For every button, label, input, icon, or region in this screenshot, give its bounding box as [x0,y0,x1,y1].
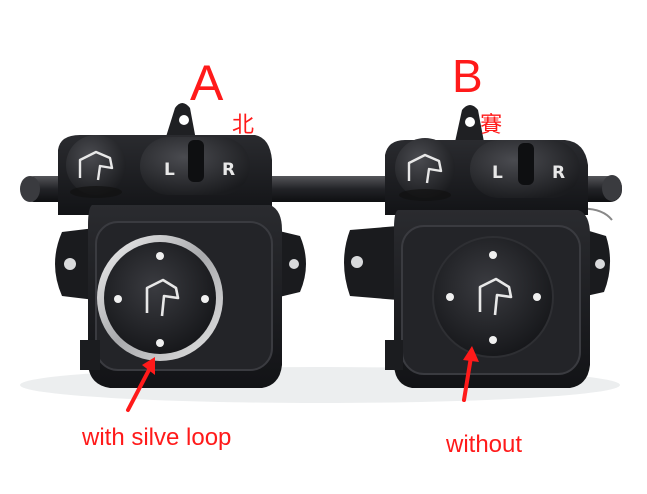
knob-dot-top-a [156,252,164,260]
button-left-label-b: L [492,163,503,183]
button-right-label-a: R [222,160,235,180]
clip-hole-a [179,115,189,125]
watermark: 北 賽 [232,112,612,137]
label-a: A [190,55,224,111]
knob-dot-top-b [489,251,497,259]
mirror-fold-icon-b [407,153,443,184]
switch-b: L R [344,105,611,388]
ear-hole-left-a [64,258,76,270]
switch-a: L R [55,103,306,388]
knob-dot-left-a [114,295,122,303]
caption-a: with silve loop [81,424,231,451]
adjust-knob-a[interactable] [104,242,216,354]
button-left-label-a: L [164,160,175,180]
rod-end-right [602,175,622,201]
ear-hole-right-b [595,259,605,269]
arrow-up-icon [126,357,155,412]
mirror-adjust-icon [145,278,180,317]
knob-dot-right-a [201,295,209,303]
button-right-label-b: R [552,163,565,183]
clip-hole-b [465,117,475,127]
fold-button-shadow-a [70,186,122,198]
caption-b: without [445,431,522,458]
fold-button-shadow-b [399,189,451,201]
connector-tab-a [80,340,100,370]
adjust-knob-b[interactable] [432,236,554,358]
fold-button-a[interactable] [66,135,126,195]
connector-tab-b [385,340,403,370]
mirror-fold-icon [78,150,114,181]
selector-toggle-a[interactable] [188,140,204,182]
fold-button-b[interactable] [395,138,455,198]
arrow-up-icon-b [462,346,479,402]
knob-dot-left-b [446,293,454,301]
mirror-adjust-icon-b [478,277,513,316]
ear-hole-left-b [351,256,363,268]
selector-toggle-b[interactable] [518,143,534,185]
knob-dot-bottom-a [156,339,164,347]
label-b: B [452,50,483,102]
knob-dot-bottom-b [489,336,497,344]
ear-hole-right-a [289,259,299,269]
knob-dot-right-b [533,293,541,301]
side-ear-left-b [344,226,398,300]
rod-end-left [20,176,40,202]
